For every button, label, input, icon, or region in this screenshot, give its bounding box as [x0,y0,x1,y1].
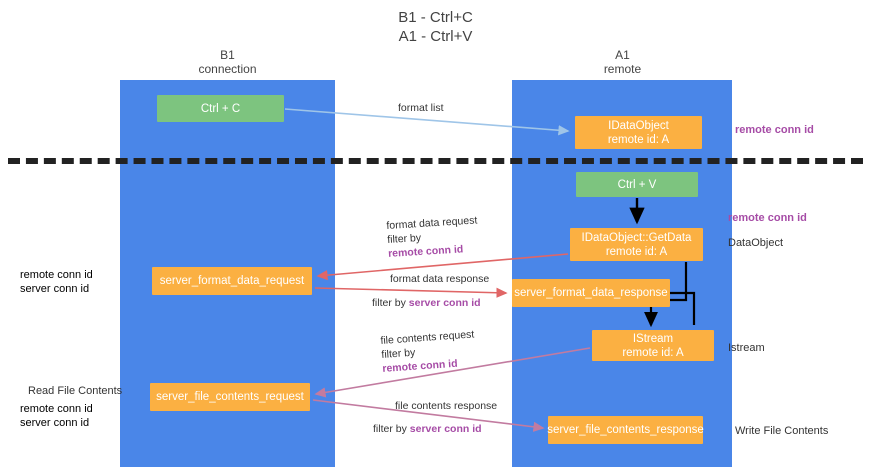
node-idataobject-label: IDataObject [608,119,669,132]
edge-label-format-list: format list [398,102,444,114]
edge-label-format-data-request: format data request filter by remote con… [386,213,479,260]
edge-label-format-data-response: format data response [390,273,490,285]
annotation-left-server-conn-id-1: server conn id [20,283,90,295]
phase-divider [8,158,863,164]
filter-key: server conn id [408,297,481,309]
node-idataobject-sub: remote id: A [607,133,670,146]
annotation-write-file-contents: Write File Contents [735,425,829,437]
node-getdata[interactable]: IDataObject::GetData remote id: A [570,228,703,261]
edge-label-format-data-request-filter: filter by remote conn id [387,227,480,261]
annotation-left-remote-conn-id-1: remote conn id [20,269,93,281]
lane-header-a1-name: A1 [615,48,630,62]
node-server-file-contents-response[interactable]: server_file_contents_response [547,416,704,444]
node-server-file-contents-request-label: server_file_contents_request [156,391,304,403]
annotation-istream: Istream [728,342,765,354]
node-ctrl-c-label: Ctrl + C [200,102,241,115]
annotation-remote-conn-id-top: remote conn id [735,124,814,136]
filter-key: server conn id [409,423,482,435]
annotation-dataobject: DataObject [728,237,784,249]
title-line-2: A1 - Ctrl+V [398,28,473,45]
node-ctrl-v-label: Ctrl + V [617,178,657,191]
node-istream[interactable]: IStream remote id: A [592,330,714,361]
node-ctrl-c[interactable]: Ctrl + C [157,95,284,122]
lane-header-a1: A1 remote [545,48,700,76]
lane-header-b1-role: connection [198,62,257,76]
filter-prefix: filter by [373,423,410,435]
node-server-format-data-request-label: server_format_data_request [159,275,305,287]
annotation-group-file: remote conn id server conn id [20,402,93,430]
edge-label-format-data-response-filter: filter by server conn id [372,296,481,310]
lane-header-b1-name: B1 [220,48,235,62]
annotation-group-format: remote conn id server conn id [20,268,93,296]
annotation-left-server-conn-id-2: server conn id [20,417,90,429]
node-istream-sub: remote id: A [622,346,684,359]
node-istream-label: IStream [632,332,674,345]
edge-label-file-contents-response-filter: filter by server conn id [373,422,482,436]
node-server-file-contents-response-label: server_file_contents_response [547,424,704,436]
lane-header-b1: B1 connection [150,48,305,76]
node-server-format-data-response-label: server_format_data_response [514,287,668,299]
lane-header-a1-role: remote [603,62,642,76]
node-getdata-label: IDataObject::GetData [581,231,692,244]
edge-label-file-contents-request: file contents request filter by remote c… [380,327,477,375]
edge-label-file-contents-request-filter: filter by remote conn id [381,341,477,375]
node-getdata-sub: remote id: A [605,245,668,258]
node-server-file-contents-request[interactable]: server_file_contents_request [150,383,310,411]
edge-label-file-contents-response: file contents response [395,400,498,412]
node-server-format-data-response[interactable]: server_format_data_response [512,279,670,307]
annotation-remote-conn-id-mid: remote conn id [728,212,807,224]
page-title: B1 - Ctrl+C A1 - Ctrl+V [0,8,871,46]
node-server-format-data-request[interactable]: server_format_data_request [152,267,312,295]
title-line-1: B1 - Ctrl+C [398,9,473,26]
filter-prefix: filter by [372,297,409,309]
annotation-left-remote-conn-id-2: remote conn id [20,403,93,415]
node-idataobject[interactable]: IDataObject remote id: A [575,116,702,149]
annotation-read-file-contents: Read File Contents [28,385,123,397]
node-ctrl-v[interactable]: Ctrl + V [576,172,698,197]
edge-format-data-response [314,287,508,298]
